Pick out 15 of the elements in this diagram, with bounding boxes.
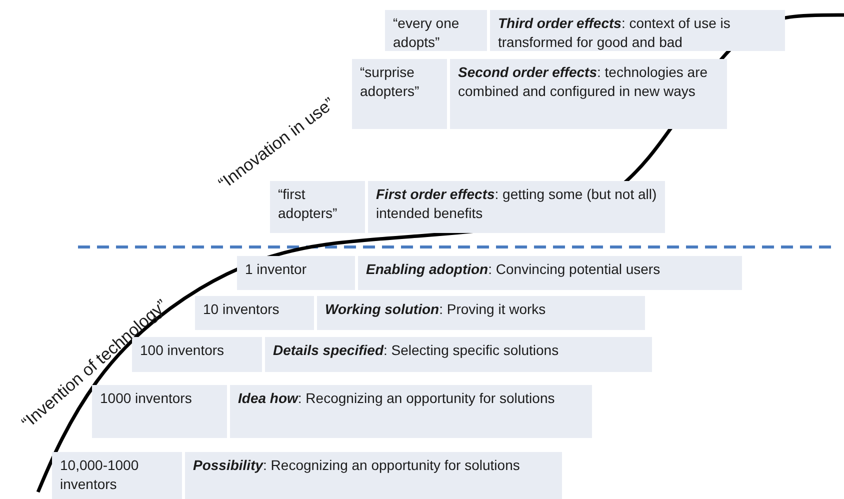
text-box: “first adopters” bbox=[270, 181, 365, 233]
text-box: Working solution: Proving it works bbox=[317, 296, 645, 330]
text-box: 10 inventors bbox=[195, 296, 314, 330]
text-box: “surprise adopters” bbox=[352, 59, 447, 129]
text-box: Details specified: Selecting specific solutions bbox=[265, 337, 652, 372]
text-box: Enabling adoption: Convincing potential users bbox=[358, 256, 742, 290]
text-box: Third order effects: context of use is transformed for good and bad bbox=[490, 10, 785, 51]
text-box: First order effects: getting some (but not all) intended benefits bbox=[368, 181, 665, 233]
text-box: “every one adopts” bbox=[385, 10, 487, 51]
text-box: 1 inventor bbox=[237, 256, 355, 290]
text-box: Idea how: Recognizing an opportunity for solutions bbox=[230, 385, 592, 438]
text-box: Second order effects: technologies are combined and configured in new ways bbox=[450, 59, 727, 129]
text-box: 1000 inventors bbox=[92, 385, 227, 438]
text-box: 10,000-1000 inventors bbox=[52, 452, 182, 499]
text-box: Possibility: Recognizing an opportunity for solutions bbox=[185, 452, 562, 499]
